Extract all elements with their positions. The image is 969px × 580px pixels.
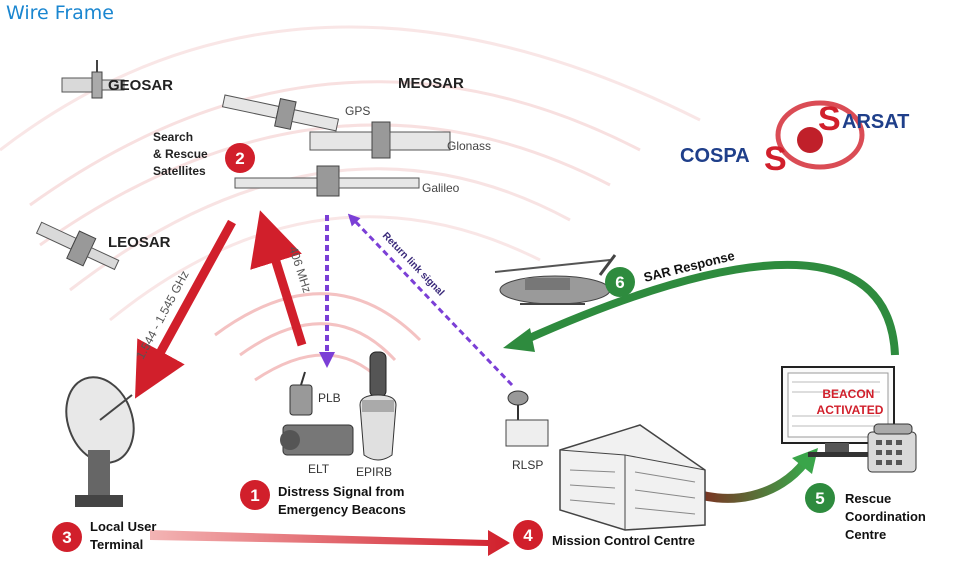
- step-2-badge: 2: [225, 143, 255, 173]
- mcc-building-icon: [559, 424, 706, 531]
- step-3-label: Local User Terminal: [90, 519, 160, 552]
- step-1-label: Distress Signal from Emergency Beacons: [278, 484, 408, 517]
- return-link-arrow: [347, 213, 514, 387]
- page-title: Wire Frame: [6, 2, 114, 24]
- rlsp-icon: [505, 390, 549, 447]
- sar-response-arrow: [523, 260, 899, 356]
- satellites-label-line1: Search: [153, 130, 193, 144]
- step-5-label: Rescue Coordination Centre: [845, 491, 930, 542]
- uplink-label: 406 MHz: [286, 245, 314, 295]
- elt-label: ELT: [308, 462, 330, 476]
- lut-dish-icon: [65, 376, 135, 507]
- downlink-arrow: [135, 219, 236, 399]
- satellites-label-line3: Satellites: [153, 164, 206, 178]
- galileo-label: Galileo: [422, 181, 460, 195]
- leosar-satellite-icon: [35, 221, 120, 271]
- plb-label: PLB: [318, 391, 341, 405]
- step-6-badge: 6: [605, 267, 635, 297]
- plb-icon: [289, 371, 313, 416]
- step-3-badge: 3: [52, 522, 82, 552]
- gps-label: GPS: [345, 104, 370, 118]
- uplink-arrow: [250, 210, 307, 347]
- epirb-icon: [359, 351, 397, 461]
- rlsp-label: RLSP: [512, 458, 543, 472]
- svg-text:1: 1: [250, 486, 259, 505]
- svg-text:2: 2: [235, 149, 244, 168]
- gps-satellite-icon: [221, 94, 340, 132]
- rcc-computer-icon: [781, 366, 895, 457]
- svg-text:3: 3: [62, 528, 71, 547]
- meosar-label: MEOSAR: [398, 75, 464, 92]
- epirb-label: EPIRB: [356, 465, 392, 479]
- step-4-label: Mission Control Centre: [552, 533, 695, 548]
- step-5-badge: 5: [805, 483, 835, 513]
- telephone-icon: [867, 423, 917, 473]
- satellites-label-line2: & Rescue: [153, 147, 208, 161]
- leosar-label: LEOSAR: [108, 234, 171, 251]
- glonass-satellite-icon: [309, 121, 451, 159]
- svg-text:6: 6: [615, 273, 624, 292]
- svg-text:4: 4: [523, 526, 533, 545]
- svg-text:ARSAT: ARSAT: [842, 111, 909, 133]
- svg-text:S: S: [764, 140, 787, 178]
- geosar-label: GEOSAR: [108, 77, 173, 94]
- svg-text:5: 5: [815, 489, 824, 508]
- screen-status-text: BEACON ACTIVATED: [817, 387, 884, 417]
- svg-text:COSPA: COSPA: [680, 145, 750, 167]
- return-link-label: Return link signal: [380, 230, 446, 298]
- cospas-sarsat-logo: COSPA S S ARSAT: [680, 100, 909, 178]
- lut-to-mcc-arrow: [150, 530, 510, 556]
- step-1-badge: 1: [240, 480, 270, 510]
- geosar-satellite-icon: [61, 60, 125, 99]
- helicopter-icon: [494, 254, 617, 305]
- satellites-group-label: Search & Rescue Satellites: [153, 130, 211, 178]
- svg-text:S: S: [818, 100, 841, 138]
- step-4-badge: 4: [513, 520, 543, 550]
- galileo-satellite-icon: [234, 165, 420, 197]
- glonass-label: Glonass: [447, 139, 491, 153]
- elt-icon: [280, 424, 354, 456]
